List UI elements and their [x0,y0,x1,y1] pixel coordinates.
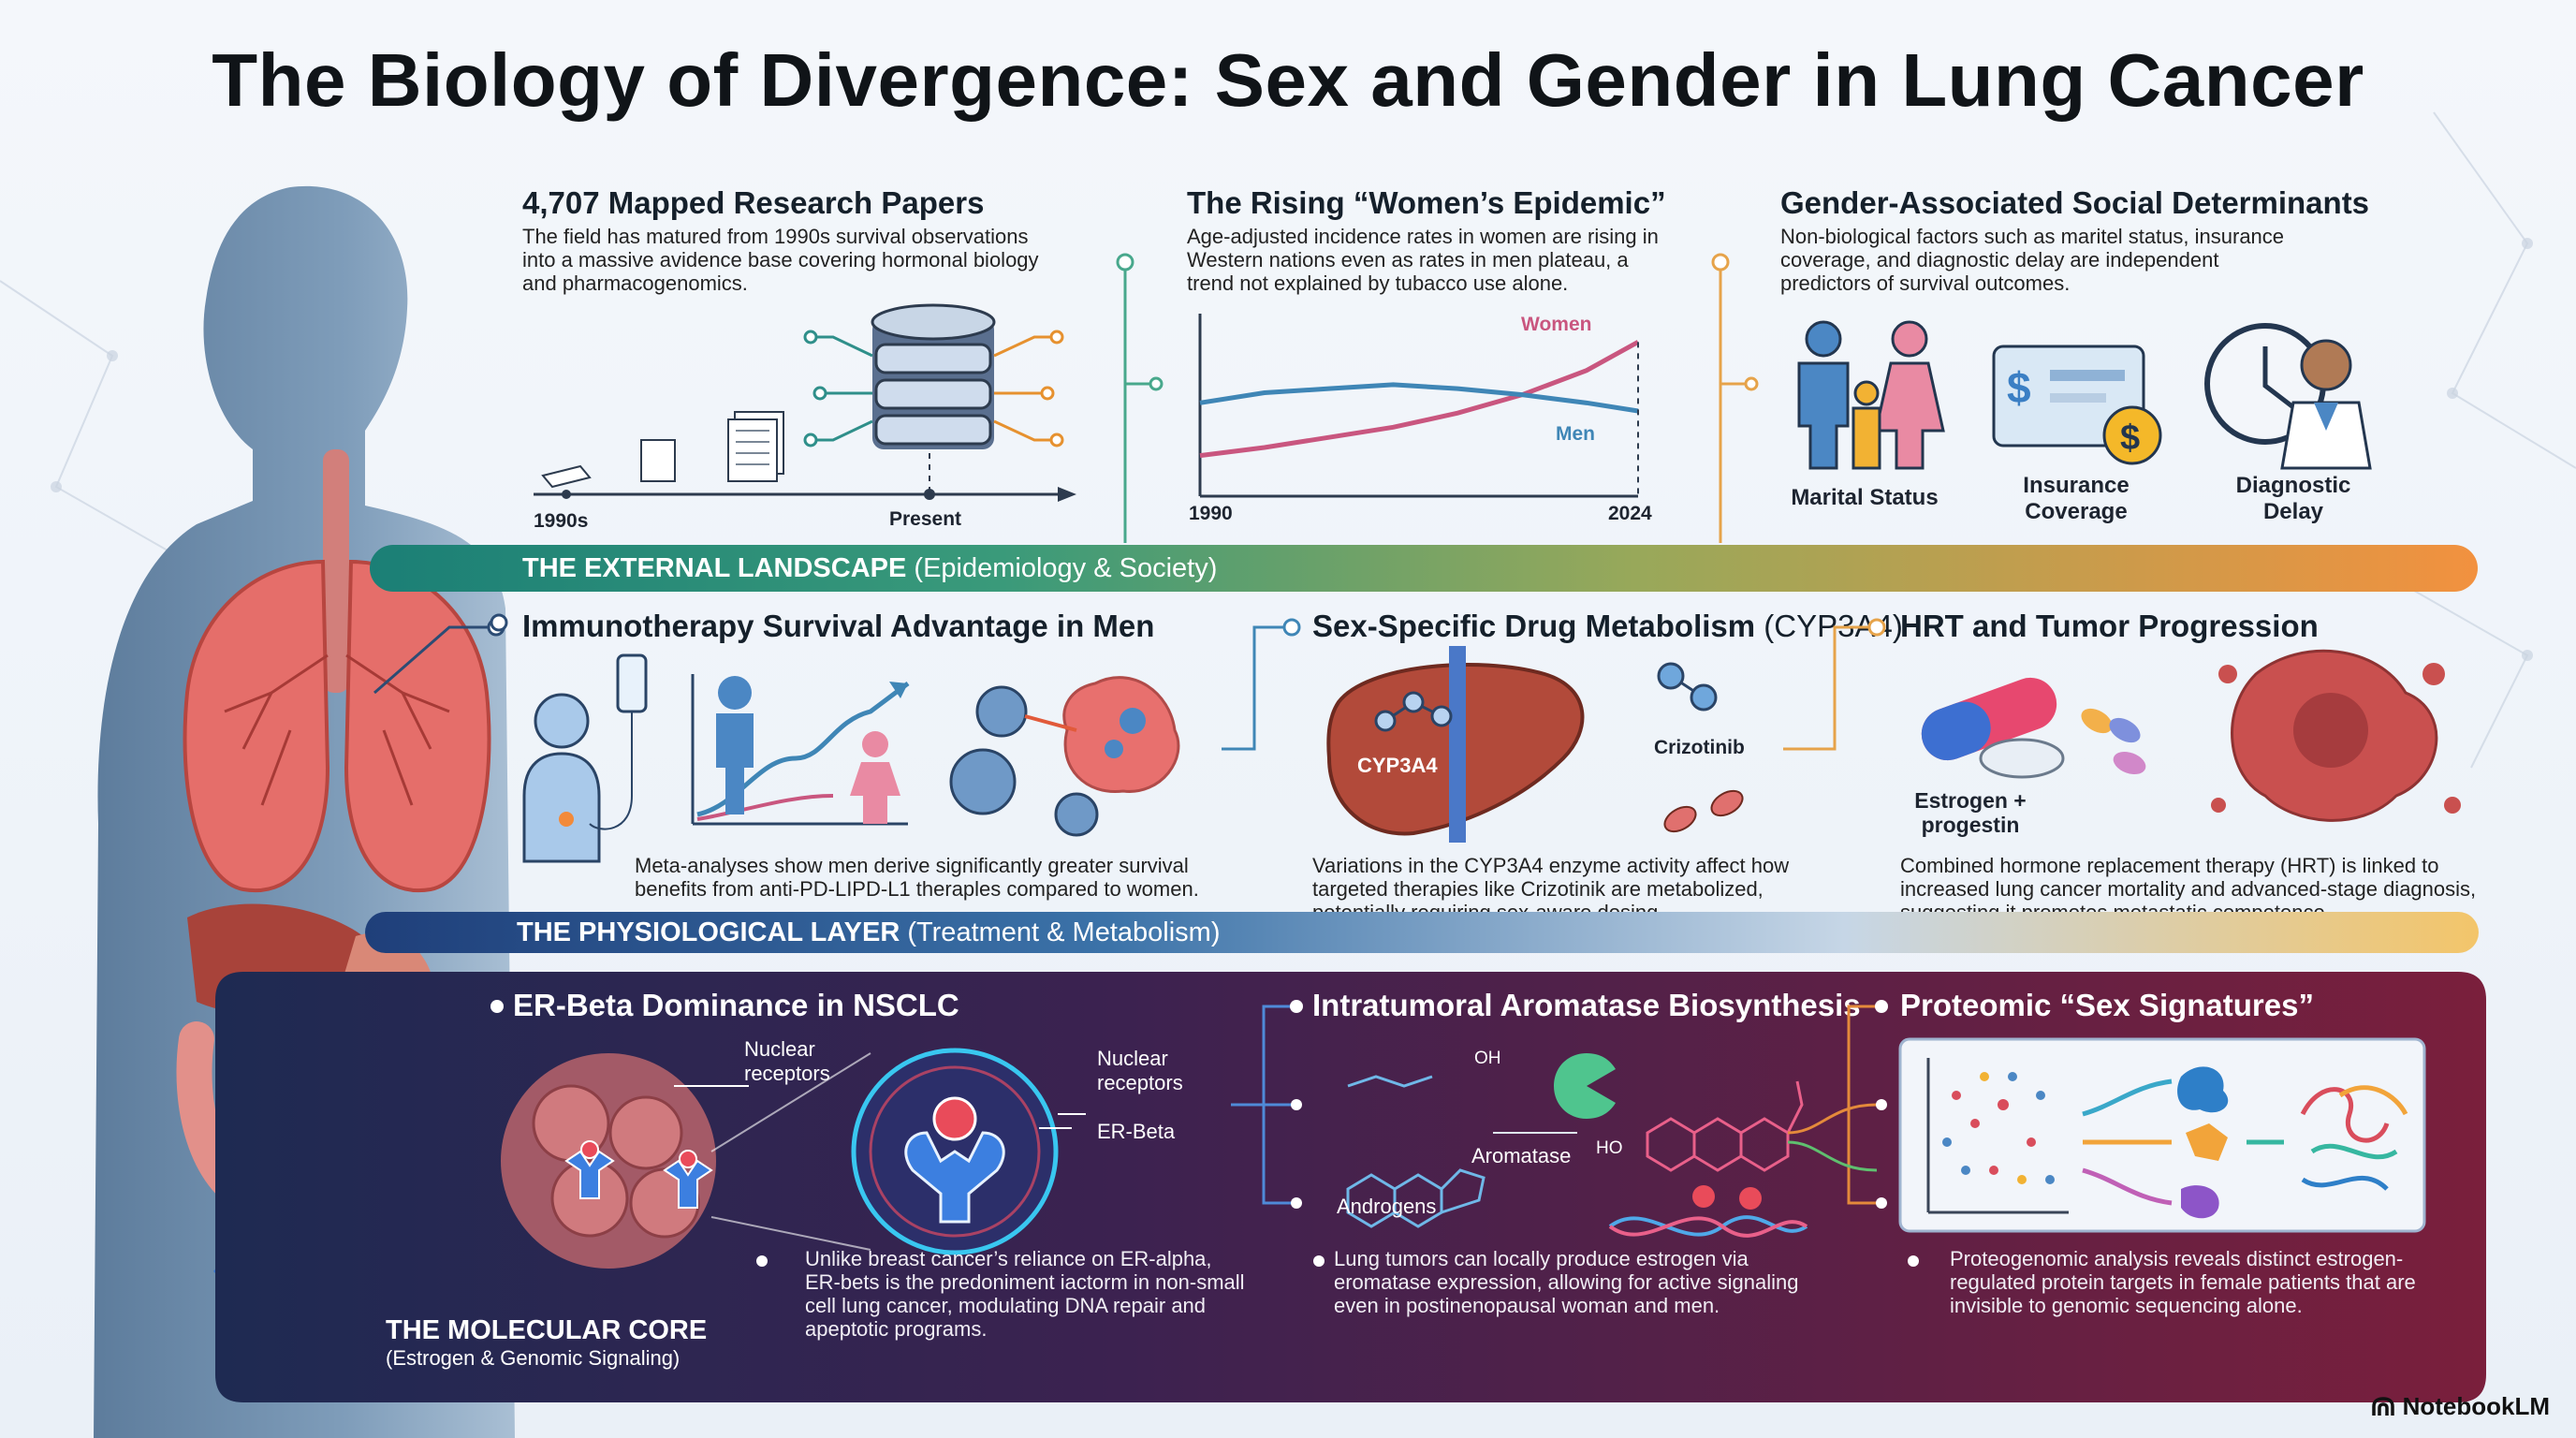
insurance-card-icon: $ $ [1992,345,2162,465]
aromatase-text-bullet [1313,1255,1325,1267]
hrt-heading: HRT and Tumor Progression [1900,609,2319,643]
immuno-bullet [490,613,508,632]
proteomic-text: Proteogenomic analysis reveals distinct … [1950,1247,2416,1317]
cyp-heading-main: Sex-Specific Drug Metabolism [1312,609,1756,643]
band-external-landscape: THE EXTERNAL LANDSCAPE (Epidemiology & S… [370,545,2478,592]
pill-icon [1921,677,2065,779]
immuno-text: Meta-analyses show men derive significan… [635,854,1199,901]
page-title: The Biology of Divergence: Sex and Gende… [212,38,2364,122]
label-oh: OH [1474,1049,1501,1068]
database-icon [871,303,996,449]
papers-text: The field has matured from 1990s surviva… [522,225,1039,295]
svg-text:$: $ [2120,418,2140,458]
small-capsules-icon [2081,708,2146,775]
band-molecular-label: THE MOLECULAR CORE [386,1315,708,1345]
liver-label: CYP3A4 [1357,754,1438,777]
chart-axes [1198,314,1638,498]
cyp-heading: Sex-Specific Drug Metabolism (CYP3A4) [1312,609,1903,644]
connector-orange [1711,253,1759,543]
er-beta-graphic [501,1048,1086,1269]
band-physio-label: THE PHYSIOLOGICAL LAYER [517,917,900,947]
erbeta-heading: ER-Beta Dominance in NSCLC [513,988,959,1022]
label-androgens: Androgens [1337,1195,1437,1218]
legend-men: Men [1556,423,1595,445]
logo-text: NotebookLM [2402,1392,2550,1420]
svg-text:$: $ [2007,363,2031,412]
proteomic-heading: Proteomic “Sex Signatures” [1900,988,2314,1022]
incidence-line-chart [1198,314,1640,498]
connector-molecular-1 [1231,1000,1303,1209]
social-item-marital-status: Marital Status [1791,485,1939,510]
social-text: Non-biological factors such as maritel s… [1780,225,2285,295]
aromatase-enzyme-icon [1554,1053,1616,1119]
androgen-molecule-icon [1346,1075,1486,1228]
drug-label: Crizotinib [1654,737,1745,758]
label-nuclear-receptors-2: Nuclear receptors [1097,1047,1183,1094]
hrt-graphic [1921,649,2461,822]
scatter-plot-icon [1926,1058,2069,1214]
series-line-women [1199,340,1640,459]
metastatic-tumor-icon [2211,649,2461,822]
connector-green [1116,253,1164,543]
band-molecular-sub: (Estrogen & Genomic Signaling) [386,1346,681,1370]
liver-metabolism-graphic [1326,646,1744,843]
aromatase-text: Lung tumors can locally produce estrogen… [1334,1247,1799,1317]
erbeta-text-bullet [756,1255,768,1267]
timeline-start-label: 1990s [534,510,589,532]
papers-heading: 4,707 Mapped Research Papers [522,185,985,220]
aromatase-graphic [1346,1053,1808,1238]
series-line-men [1199,382,1639,414]
social-item-insurance-coverage: Insurance Coverage [2023,473,2130,524]
crizotinib-molecule-icon [1657,662,1718,712]
connector-orange-2 [1783,618,1886,751]
immuno-heading: Immunotherapy Survival Advantage in Men [522,609,1155,643]
band-physio-sub: (Treatment & Metabolism) [907,917,1221,947]
dna-helix-icon [1608,1185,1808,1238]
connector-blue [1222,618,1301,751]
aromatase-heading: Intratumoral Aromatase Biosynthesis [1312,988,1861,1022]
estrogen-molecule-icon [1646,1080,1804,1172]
social-icons: $ $ [1797,320,2372,470]
notebooklm-logo: NotebookLM [2371,1392,2550,1421]
chart-x-tick-end: 2024 [1608,503,1652,524]
legend-women: Women [1521,314,1592,335]
liver-icon [1326,646,1585,843]
tumor-cell-icon [1062,676,1180,794]
immune-cell-icon [949,685,1099,837]
erbeta-text: Unlike breast cancer’s reliance on ER-al… [805,1247,1245,1341]
capsule-icons [1663,789,1744,833]
timeline-end-label: Present [889,508,962,530]
band-external-sub: (Epidemiology & Society) [914,552,1218,583]
receptor-small-icon [564,1140,713,1209]
label-nuclear-receptors-1: Nuclear receptors [744,1037,830,1085]
proteomic-graphic [1898,1037,2426,1233]
family-icon [1797,320,1945,470]
social-item-diagnostic-delay: Diagnostic Delay [2235,473,2351,524]
connector-molecular-2 [1787,1000,1888,1209]
pill-label: Estrogen + progestin [1914,788,2027,837]
clock-doctor-icon [2204,323,2372,470]
label-ho: HO [1596,1138,1623,1158]
label-aromatase: Aromatase [1471,1144,1572,1167]
band-physiological-layer: THE PHYSIOLOGICAL LAYER (Treatment & Met… [365,912,2479,953]
erbeta-bullet [490,1000,504,1013]
immunotherapy-graphic [522,653,1180,863]
band-external-label: THE EXTERNAL LANDSCAPE [522,552,907,583]
er-beta-receptor-large-icon [851,1048,1059,1255]
chart-x-tick-start: 1990 [1189,503,1233,524]
label-er-beta: ER-Beta [1097,1120,1176,1143]
social-heading: Gender-Associated Social Determinants [1780,185,2370,220]
protein-shapes-icon [2177,1066,2229,1219]
epidemic-text: Age-adjusted incidence rates in women ar… [1187,225,1659,295]
papers-timeline-graphic [534,303,1076,502]
epidemic-heading: The Rising “Women’s Epidemic” [1187,185,1666,220]
notebooklm-logo-icon [2371,1396,2394,1416]
proteomic-text-bullet [1908,1255,1919,1267]
protein-complex-icon [2300,1085,2408,1191]
